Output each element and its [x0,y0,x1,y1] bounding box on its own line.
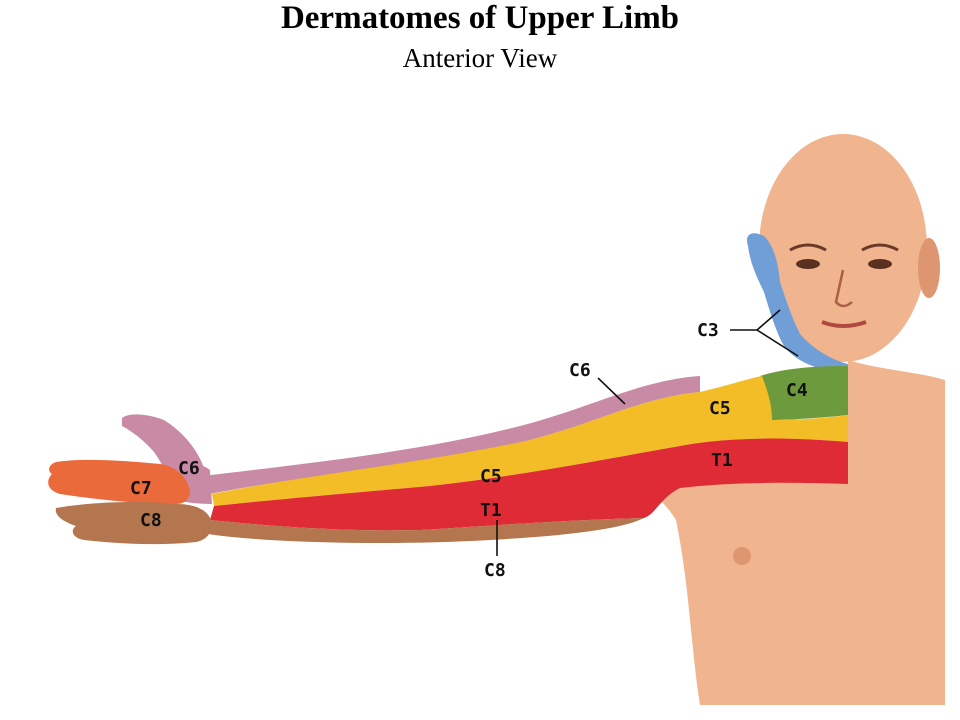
head [759,134,927,362]
region-c4 [760,366,848,420]
torso [648,360,945,705]
label-c3: C3 [697,320,719,341]
fingers-c8 [55,501,212,545]
label-c5-shoulder: C5 [709,398,731,419]
leader-lines [496,309,799,556]
label-c6-hand: C6 [178,458,200,479]
label-c8-forearm: C8 [484,560,506,581]
label-c8-hand: C8 [140,510,162,531]
page-title: Dermatomes of Upper Limb [280,0,680,36]
nipple [733,547,751,565]
fingers-c7 [48,459,190,504]
region-c8-arm [208,518,644,543]
label-c5-forearm: C5 [480,466,502,487]
label-t1-forearm: T1 [480,500,502,521]
region-c5 [212,376,848,506]
page-subtitle: Anterior View [402,43,558,73]
ear-right [918,238,940,298]
region-c6-arm [204,376,700,494]
label-t1-chest: T1 [711,450,733,471]
label-c4: C4 [786,380,808,401]
label-c6-upper: C6 [569,360,591,381]
region-t1 [210,438,848,531]
face-features [789,243,899,328]
region-c3 [746,233,848,372]
label-c7: C7 [130,478,152,499]
